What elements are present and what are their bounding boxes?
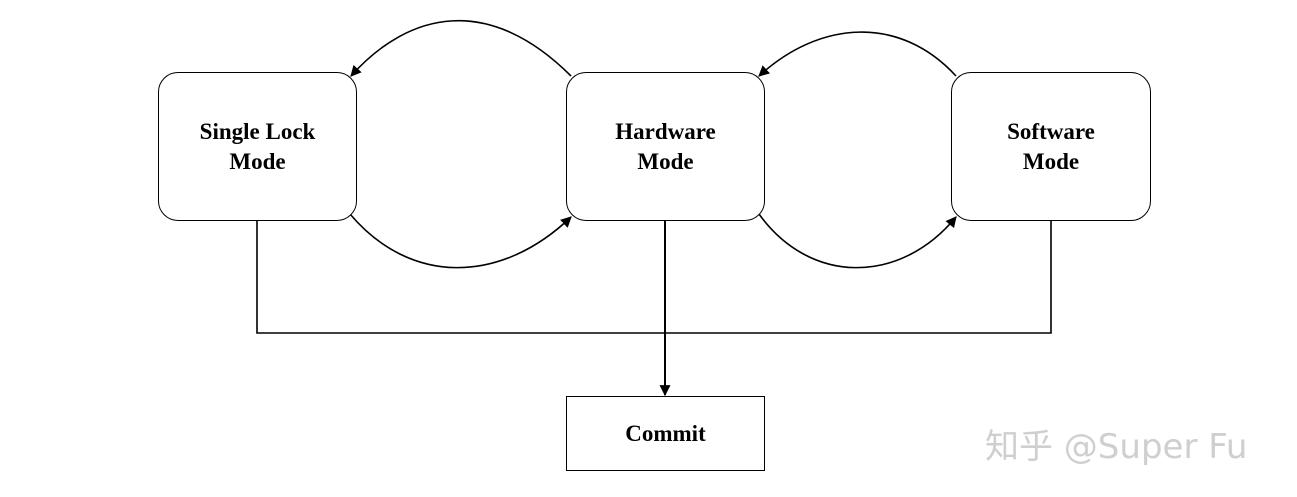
- single-lock-mode-label-line1: Single Lock: [199, 118, 316, 144]
- edge-single-lock-software-to-commit: [256, 221, 1052, 334]
- single-lock-mode-label-line2: Mode: [229, 148, 286, 174]
- commit-node: Commit: [566, 396, 765, 471]
- software-mode-label-line1: Software: [1007, 118, 1095, 144]
- single-lock-mode-node: Single Lock Mode: [158, 72, 357, 221]
- hardware-mode-label-line2: Mode: [637, 148, 694, 174]
- edge-single-lock-to-hardware: [349, 213, 572, 269]
- software-mode-label-line2: Mode: [1022, 148, 1080, 174]
- commit-label: Commit: [625, 420, 706, 446]
- edge-hardware-to-single-lock: [350, 19, 572, 77]
- watermark-text: 知乎 @Super Fu: [985, 427, 1248, 467]
- edge-hardware-to-software: [758, 213, 957, 269]
- hardware-mode-label-line1: Hardware: [615, 118, 716, 144]
- hardware-mode-node: Hardware Mode: [566, 72, 765, 221]
- edge-software-to-hardware: [758, 31, 957, 77]
- software-mode-node: Software Mode: [951, 72, 1151, 221]
